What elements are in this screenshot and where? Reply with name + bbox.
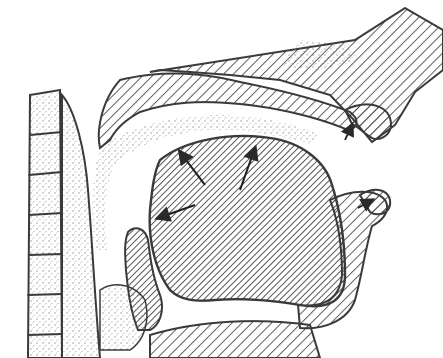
- spine-column: [28, 90, 62, 358]
- neck-base-shape: [150, 321, 320, 358]
- larynx-stipple: [100, 285, 147, 350]
- tongue-shape: [150, 136, 345, 306]
- upper-lip-shape: [345, 104, 391, 139]
